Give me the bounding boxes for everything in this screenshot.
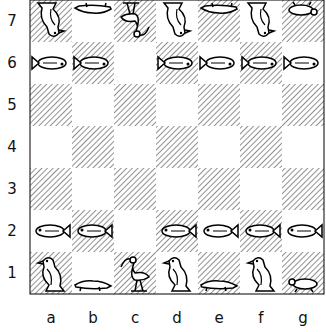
board-square — [240, 42, 282, 84]
board-square — [114, 210, 156, 252]
board-square — [114, 84, 156, 126]
board-square — [72, 168, 114, 210]
board-square — [198, 42, 240, 84]
board-square — [72, 210, 114, 252]
board-square — [114, 252, 156, 294]
board-square — [156, 42, 198, 84]
rank-label: 4 — [7, 140, 17, 155]
board-square — [30, 0, 72, 42]
pieces — [32, 2, 322, 292]
piece-fish — [36, 225, 70, 237]
file-label: g — [298, 311, 308, 326]
piece-fish — [78, 225, 112, 237]
board-square — [282, 0, 324, 42]
board-square — [240, 0, 282, 42]
board-square — [282, 252, 324, 294]
piece-fish — [158, 57, 192, 69]
board-square — [156, 252, 198, 294]
piece-beetle — [289, 2, 317, 15]
piece-bird — [164, 258, 190, 291]
board-square — [240, 126, 282, 168]
rank-label: 5 — [7, 98, 17, 113]
rank-label: 2 — [7, 224, 17, 239]
board-square — [114, 126, 156, 168]
file-label: a — [46, 311, 55, 326]
piece-ibis — [121, 3, 149, 37]
piece-fish — [74, 57, 108, 69]
board-square — [198, 252, 240, 294]
board-square — [114, 42, 156, 84]
board-square — [30, 252, 72, 294]
board-square — [240, 252, 282, 294]
piece-fish — [32, 57, 66, 69]
board-square — [114, 168, 156, 210]
board-square — [282, 168, 324, 210]
board-square — [156, 0, 198, 42]
board-border — [30, 0, 324, 294]
board-square — [156, 84, 198, 126]
piece-bird — [164, 3, 190, 36]
board-square — [198, 84, 240, 126]
piece-croc — [201, 281, 237, 291]
piece-fish — [284, 57, 318, 69]
piece-fish — [242, 57, 276, 69]
file-label: c — [131, 311, 139, 326]
file-label: e — [214, 311, 223, 326]
rank-label: 6 — [7, 56, 17, 71]
board-square — [240, 168, 282, 210]
piece-fish — [246, 225, 280, 237]
piece-bird — [248, 3, 274, 36]
board-square — [72, 0, 114, 42]
board-square — [72, 84, 114, 126]
piece-fish — [204, 225, 238, 237]
board-square — [72, 42, 114, 84]
piece-croc — [201, 3, 237, 13]
piece-croc — [75, 281, 111, 291]
piece-bird — [248, 258, 274, 291]
piece-fish — [200, 57, 234, 69]
board-square — [282, 42, 324, 84]
board-square — [30, 42, 72, 84]
board-square — [156, 168, 198, 210]
board-square — [198, 0, 240, 42]
piece-bird — [38, 3, 64, 36]
rank-label: 7 — [7, 14, 17, 29]
board-square — [198, 168, 240, 210]
rank-label: 3 — [7, 182, 17, 197]
piece-croc — [75, 3, 111, 13]
file-label: f — [258, 311, 263, 326]
piece-bird — [38, 258, 64, 291]
rank-label: 1 — [7, 266, 17, 281]
board-square — [72, 126, 114, 168]
board-square — [156, 126, 198, 168]
board-square — [30, 168, 72, 210]
board-square — [282, 126, 324, 168]
file-label: b — [88, 311, 98, 326]
board-square — [30, 210, 72, 252]
board-square — [240, 210, 282, 252]
board-square — [114, 0, 156, 42]
board-square — [282, 210, 324, 252]
board-square — [198, 126, 240, 168]
file-label: d — [172, 311, 182, 326]
board-square — [198, 210, 240, 252]
board-square — [30, 126, 72, 168]
piece-fish — [288, 225, 322, 237]
piece-beetle — [289, 279, 317, 292]
board-square — [240, 84, 282, 126]
board-square — [30, 84, 72, 126]
piece-fish — [162, 225, 196, 237]
piece-ibis — [121, 257, 149, 291]
board-square — [72, 252, 114, 294]
board-square — [156, 210, 198, 252]
board-square — [282, 84, 324, 126]
board-squares — [30, 0, 324, 294]
